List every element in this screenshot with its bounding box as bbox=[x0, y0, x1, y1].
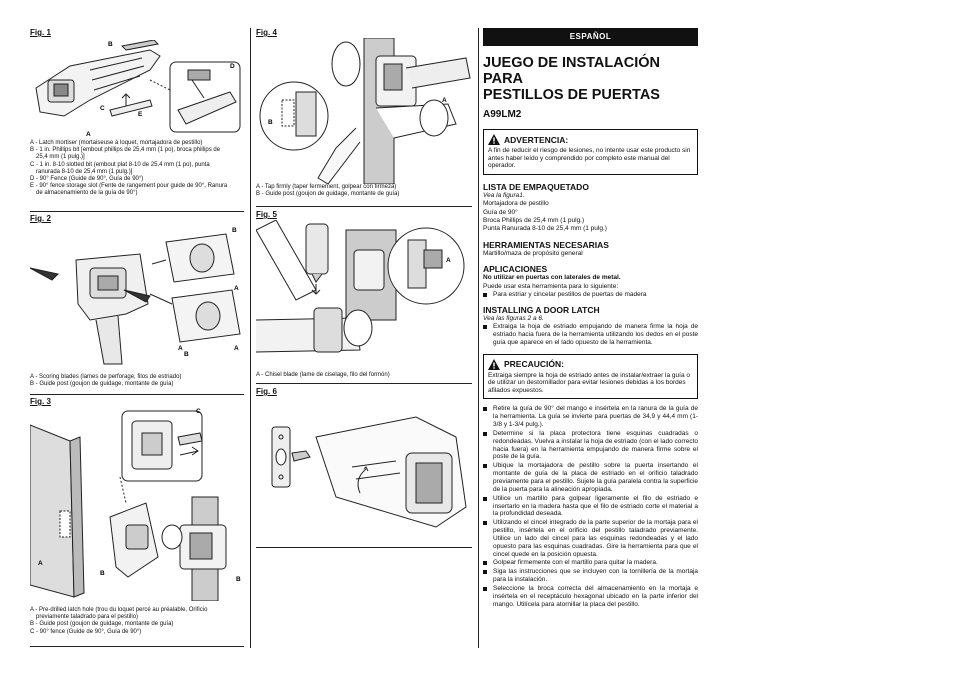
fig1-callout-b: B bbox=[108, 41, 113, 48]
tools-text: Martillo/maza de propósito general bbox=[483, 249, 583, 257]
fig3-callout-c: C bbox=[196, 408, 201, 415]
fig5-caption-a: A - Chisel blade (lame de ciselage, filo… bbox=[256, 372, 390, 378]
fig2-caption-b: B - Guide post (goujon de guidage, monta… bbox=[30, 381, 174, 388]
title-line-2: PESTILLOS DE PUERTAS bbox=[483, 87, 660, 103]
step-item: Retire la guía de 90° del mango e insért… bbox=[483, 405, 698, 428]
caution-box: PRECAUCIÓN: Extraiga siempre la hoja de … bbox=[483, 353, 698, 400]
fig5-label: Fig. 5 bbox=[256, 210, 277, 219]
step-item: Utilice un martillo para golpear ligeram… bbox=[483, 495, 698, 518]
fig4: Fig. 4 A B A - Tap firmly (taper fermeme… bbox=[256, 28, 472, 204]
fig1-caption-a: A - Latch mortiser (mortaiseuse à loquet… bbox=[30, 140, 203, 146]
applications-intro: Puede usar esta herramienta para lo sigu… bbox=[483, 282, 619, 290]
fig1-label: Fig. 1 bbox=[30, 28, 51, 37]
espanol-column: ESPAÑOL JUEGO DE INSTALACIÓN PARA PESTIL… bbox=[483, 28, 698, 610]
fig1-callout-c: C bbox=[100, 105, 105, 112]
fig6: Fig. 6 bbox=[256, 387, 472, 547]
warning-triangle-icon bbox=[488, 134, 500, 145]
applications-note: No utilizar en puertas con laterales de … bbox=[483, 274, 621, 282]
fig4-caption-b: B - Guide post (goujon de guidage, monta… bbox=[256, 191, 400, 198]
fig2-callout-b2: B bbox=[184, 351, 189, 358]
fig2: Fig. 2 B A A B A A - Scoring blades (lam… bbox=[30, 214, 244, 394]
fig3-label: Fig. 3 bbox=[30, 397, 51, 406]
fig6-label: Fig. 6 bbox=[256, 387, 277, 396]
install-see: Vea las figuras 2 a 6. bbox=[483, 314, 544, 322]
caution-text: Extraiga siempre la hoja de estriado ant… bbox=[488, 371, 690, 394]
fig3-callout-b2: B bbox=[236, 576, 241, 583]
fig5: Fig. 5 A A - Chisel blade (lame de cisel… bbox=[256, 210, 472, 382]
packing-item: Broca Phillips de 25,4 mm (1 pulg.) bbox=[483, 217, 585, 224]
fig4-illustration: A B bbox=[259, 38, 471, 184]
tools-heading: HERRAMIENTAS NECESARIAS bbox=[483, 239, 609, 250]
fig2-callout-b1: B bbox=[232, 227, 237, 234]
fig5-callout-a: A bbox=[446, 257, 451, 264]
fig3-caption-c: C - 90° fence (Guide de 90°, Guía de 90°… bbox=[30, 628, 142, 635]
fig1-caption-b: B - 1 in. Phillips bit [embout phillips … bbox=[30, 147, 221, 154]
fig2-caption: A - Scoring blades (lames de perforage, … bbox=[30, 374, 244, 388]
fig4-label: Fig. 4 bbox=[256, 28, 277, 37]
fig1-callout-d: D bbox=[230, 63, 235, 70]
fig1-caption-c2: ranurada 8-10 de 25,4 mm (1 pulg.)] bbox=[36, 168, 133, 175]
warning-text: A fin de reducir el riesgo de lesiones, … bbox=[488, 147, 691, 170]
title-line-1: JUEGO DE INSTALACIÓN PARA bbox=[483, 55, 660, 87]
step-item: Ubique la mortajadora de pestillo sobre … bbox=[483, 462, 698, 493]
list-item: Para estriar y cincelar pestillos de pue… bbox=[483, 291, 698, 299]
fig1-caption-c: C - 1 in. 8-10 slotted bit (embout plat … bbox=[30, 161, 210, 168]
fig6-illustration bbox=[271, 416, 467, 528]
fig1: Fig. 1 B D C E A A - Latch mortiser (mor… bbox=[30, 28, 244, 208]
list-item: Extraiga la hoja de estriado empujando d… bbox=[483, 323, 698, 346]
fig2-callout-a1: A bbox=[234, 285, 239, 292]
model-number: A99LM2 bbox=[483, 109, 522, 120]
step-item: Determine si la placa protectora tiene e… bbox=[483, 430, 698, 461]
step-item: Siga las instrucciones que se incluyen c… bbox=[483, 568, 698, 584]
fig1-caption-e: E - 90° fence storage slot (Fente de ran… bbox=[30, 183, 228, 190]
fig2-illustration: B A A B A bbox=[30, 227, 241, 365]
caution-triangle-icon bbox=[488, 358, 500, 370]
packing-item: Mortajadora de pestillo bbox=[483, 200, 549, 208]
applications-list: Para estriar y cincelar pestillos de pue… bbox=[483, 291, 698, 299]
fig5-illustration: A bbox=[256, 220, 465, 353]
fig1-caption-e2: de almacenamiento de la guía de 90°) bbox=[36, 190, 138, 197]
fig3-illustration: C A B B bbox=[30, 408, 241, 601]
fig1-callout-e: E bbox=[138, 111, 143, 118]
fig3-callout-a: A bbox=[38, 560, 43, 567]
fig3-caption-b: B - Guide post (goujon de guidage, monta… bbox=[30, 621, 174, 628]
warning-box: ADVERTENCIA: A fin de reducir el riesgo … bbox=[483, 129, 698, 175]
fig2-callout-a2: A bbox=[178, 345, 183, 352]
fig1-caption: A - Latch mortiser (mortaiseuse à loquet… bbox=[30, 140, 244, 198]
fig3-caption: A - Pre-drilled latch hole (trou du loqu… bbox=[30, 607, 244, 636]
step-item: Golpear firmemente con el martillo para … bbox=[483, 559, 698, 567]
fig1-illustration: B D C E A bbox=[35, 40, 241, 138]
packing-list-heading: LISTA DE EMPAQUETADO bbox=[483, 181, 589, 192]
fig1-callout-a: A bbox=[86, 131, 91, 138]
caution-title: PRECAUCIÓN: bbox=[504, 359, 564, 370]
install-heading: INSTALLING A DOOR LATCH bbox=[483, 304, 600, 315]
step-item: Seleccione la broca correcta del almacen… bbox=[483, 585, 698, 608]
document-title: JUEGO DE INSTALACIÓN PARA PESTILLOS DE P… bbox=[483, 55, 698, 103]
fig3-caption-a2: previamente taladrado para el pestillo) bbox=[36, 614, 139, 621]
fig3-caption-a: A - Pre-drilled latch hole (trou du loqu… bbox=[30, 607, 208, 613]
warning-title: ADVERTENCIA: bbox=[504, 134, 569, 145]
install-list: Extraiga la hoja de estriado empujando d… bbox=[483, 323, 698, 346]
fig2-caption-a: A - Scoring blades (lames de perforage, … bbox=[30, 374, 182, 380]
step-item: Utilizando el cincel integrado de la par… bbox=[483, 519, 698, 558]
fig2-label: Fig. 2 bbox=[30, 214, 51, 223]
fig1-caption-d: D - 90° Fence (Guide de 90°, Guía de 90°… bbox=[30, 176, 144, 183]
fig4-caption: A - Tap firmly (taper fermement, golpear… bbox=[256, 184, 472, 198]
language-banner: ESPAÑOL bbox=[483, 28, 698, 46]
packing-item: Guía de 90° bbox=[483, 208, 518, 216]
fig5-caption: A - Chisel blade (lame de ciselage, filo… bbox=[256, 372, 472, 379]
packing-item: Punta Ranurada 8-10 de 25,4 mm (1 pulg.) bbox=[483, 225, 607, 233]
fig2-callout-a3: A bbox=[234, 345, 239, 352]
steps-list: Retire la guía de 90° del mango e insért… bbox=[483, 405, 698, 608]
fig4-callout-b: B bbox=[268, 119, 273, 126]
fig3: Fig. 3 C A B B A - Pre-drilled latch hol… bbox=[30, 397, 244, 647]
packing-list-see: Vea la figura1. bbox=[483, 191, 525, 199]
applications-heading: APLICACIONES bbox=[483, 264, 548, 275]
fig4-caption-a: A - Tap firmly (taper fermement, golpear… bbox=[256, 184, 397, 190]
fig3-callout-b1: B bbox=[100, 570, 105, 577]
fig1-caption-b2: 25,4 mm (1 pulg.)] bbox=[36, 154, 85, 161]
fig4-callout-a: A bbox=[442, 97, 447, 104]
